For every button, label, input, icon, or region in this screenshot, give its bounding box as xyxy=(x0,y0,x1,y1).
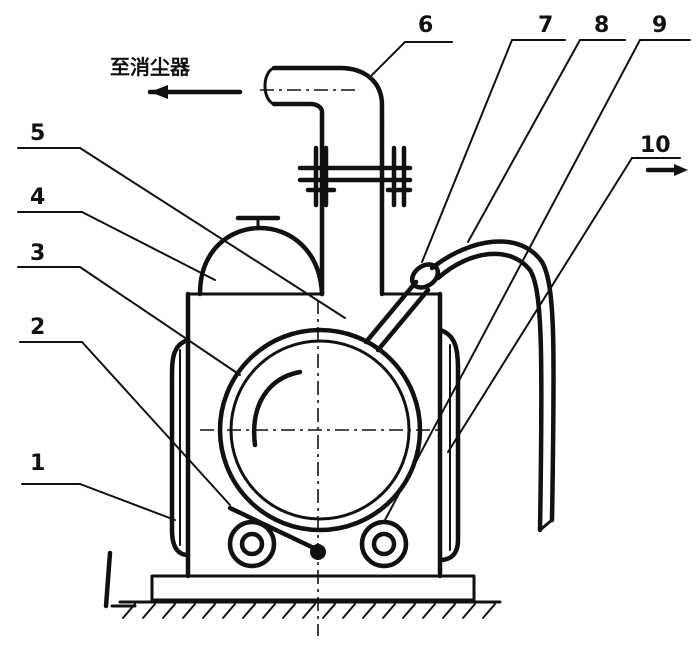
wheel-right xyxy=(359,519,409,569)
flange-bolts xyxy=(297,145,413,208)
label-9: 9 xyxy=(652,13,667,38)
ground-hatch-icon xyxy=(118,600,502,619)
leader-lines xyxy=(17,39,691,521)
dome-cap xyxy=(197,215,325,297)
arrow-right-icon xyxy=(645,164,688,176)
label-1: 1 xyxy=(30,451,45,476)
label-6: 6 xyxy=(418,13,433,38)
label-4: 4 xyxy=(30,185,45,210)
housing xyxy=(169,291,461,579)
arrow-left-icon xyxy=(147,85,243,99)
base-plate xyxy=(150,574,476,602)
ground-marker xyxy=(103,550,137,609)
label-7: 7 xyxy=(538,13,553,38)
label-10: 10 xyxy=(640,133,671,158)
label-8: 8 xyxy=(594,13,609,38)
outlet-pipe xyxy=(263,65,385,297)
label-3: 3 xyxy=(30,241,45,266)
wheel-left xyxy=(227,519,277,569)
support-link xyxy=(227,505,321,553)
hose-loop xyxy=(429,239,556,533)
label-2: 2 xyxy=(30,315,45,340)
caption-text: 至消尘器 xyxy=(110,55,191,79)
inlet-tube xyxy=(363,262,441,353)
label-5: 5 xyxy=(30,121,45,146)
center-lines xyxy=(200,89,440,636)
